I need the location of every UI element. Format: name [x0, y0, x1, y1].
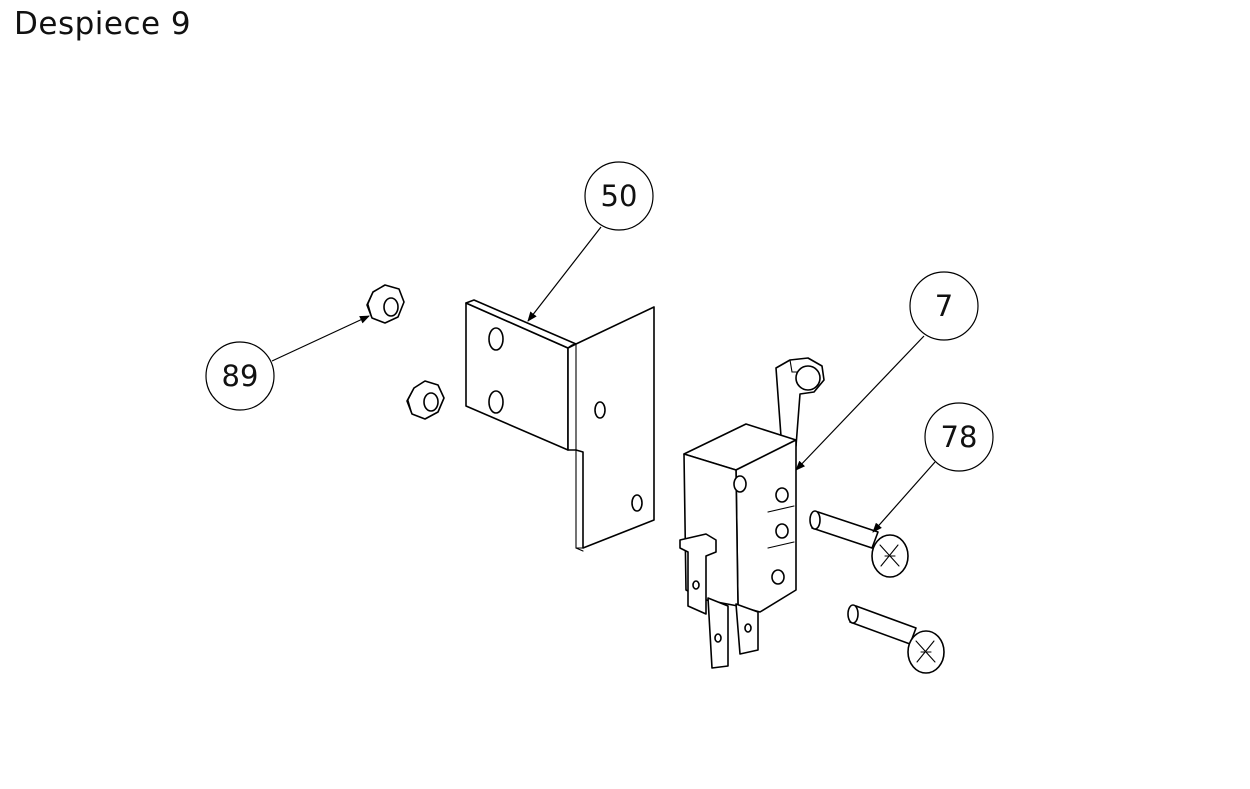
balloon-78: 78 — [924, 402, 994, 472]
leader-89 — [271, 315, 370, 362]
balloon-label: 89 — [222, 359, 259, 393]
screw-lower — [847, 604, 945, 674]
balloon-7: 7 — [909, 271, 979, 341]
screw-upper — [809, 510, 909, 578]
micro-switch-part — [679, 357, 825, 669]
balloon-label: 7 — [935, 289, 953, 323]
balloon-label: 78 — [941, 420, 978, 454]
nut-upper — [366, 284, 405, 324]
nut-lower — [406, 380, 445, 420]
leader-78 — [872, 461, 936, 533]
leader-7 — [795, 335, 925, 471]
leader-50 — [527, 226, 602, 322]
balloon-label: 50 — [601, 179, 638, 213]
balloon-50: 50 — [584, 161, 654, 231]
bracket-part — [465, 299, 655, 552]
page-title: Despiece 9 — [14, 6, 192, 42]
balloon-89: 89 — [205, 341, 275, 411]
